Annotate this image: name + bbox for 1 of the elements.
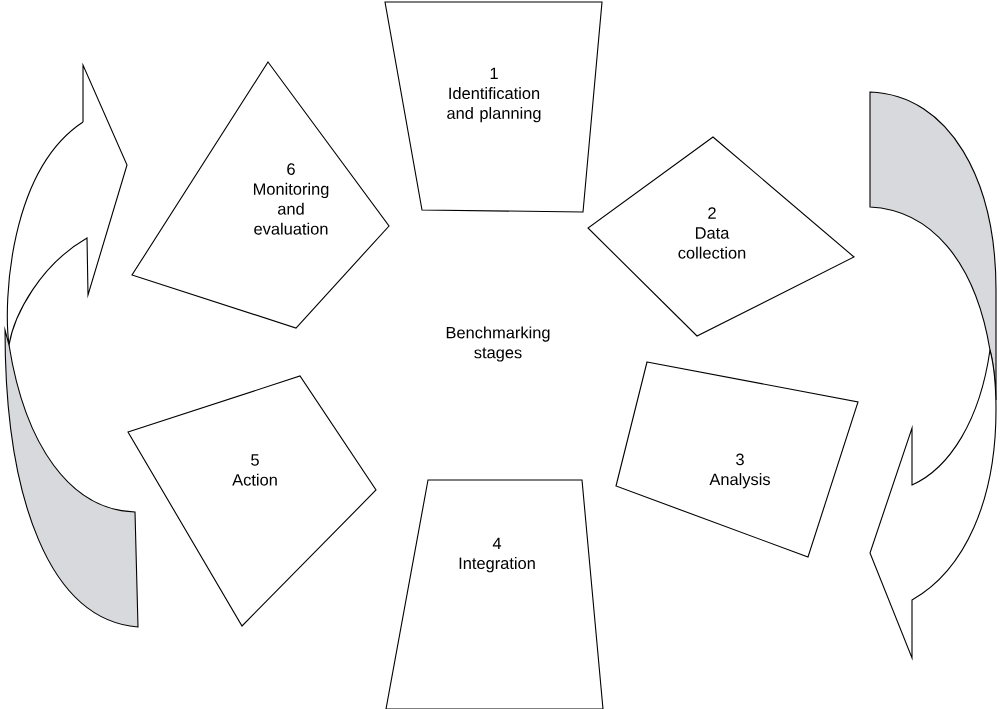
centre-label: Benchmarking stages [446, 326, 550, 362]
